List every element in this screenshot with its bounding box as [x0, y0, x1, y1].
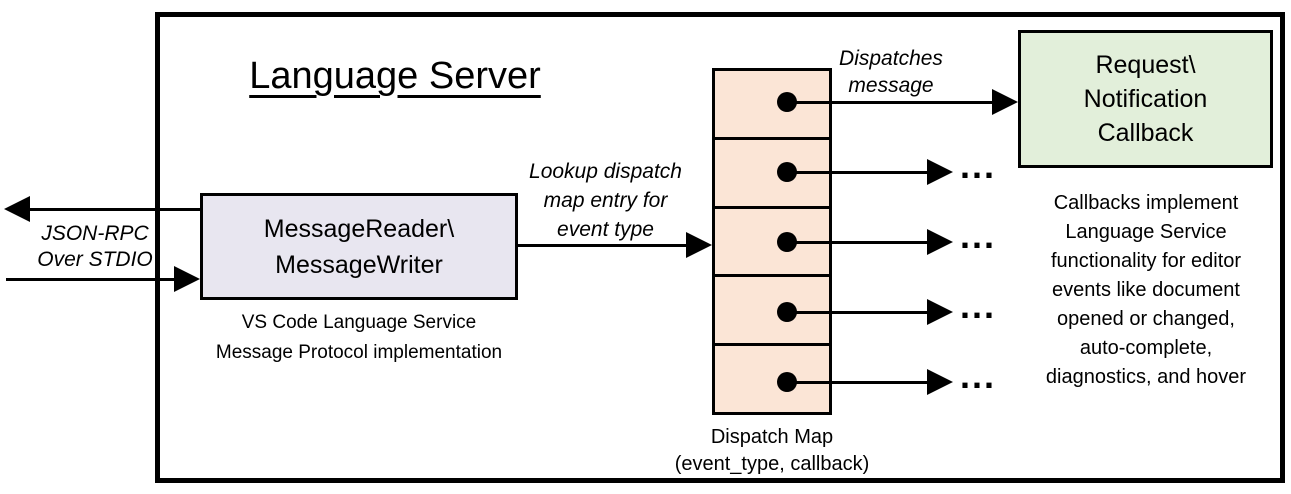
stdout-arrow	[4, 196, 200, 222]
callbacks-note-line: diagnostics, and hover	[1045, 366, 1247, 388]
callback-box-line2: Notification	[1083, 85, 1208, 113]
dispatch-map	[712, 68, 832, 415]
message-box-caption-line2: Message Protocol implementation	[215, 342, 503, 363]
stdout-arrow-shaft	[28, 207, 200, 211]
lookup-label-line3: event type	[557, 218, 654, 241]
dispatch-arrowhead-icon	[927, 369, 953, 395]
dispatch-arrow-2-shaft	[787, 170, 929, 174]
dispatch-arrow-5-shaft	[787, 380, 929, 384]
callback-box-line1: Request\	[1095, 51, 1196, 79]
more-callbacks-ellipsis: ...	[960, 285, 997, 326]
stdio-label: JSON-RPC Over STDIO	[25, 221, 165, 273]
request-notification-callback-box: Request\ Notification Callback	[1018, 30, 1273, 168]
lookup-label-line1: Lookup dispatch	[529, 160, 682, 183]
dispatch-arrow-3-shaft	[787, 240, 929, 244]
dispatch-arrow-1	[787, 89, 1018, 115]
stdio-label-line1: JSON-RPC	[41, 222, 149, 245]
dispatch-arrowhead-icon	[927, 159, 953, 185]
dispatches-label-line2: message	[848, 74, 934, 97]
message-box-line2: MessageWriter	[275, 250, 443, 279]
callbacks-note: Callbacks implement Language Service fun…	[1021, 189, 1271, 392]
more-callbacks-ellipsis: ...	[960, 355, 997, 396]
callbacks-note-line: functionality for editor	[1050, 250, 1242, 272]
lookup-arrow-shaft	[518, 243, 688, 247]
lookup-arrow	[518, 232, 712, 258]
dispatch-map-cell	[715, 343, 829, 412]
stdio-label-line2: Over STDIO	[37, 248, 153, 271]
dispatch-arrowhead-icon	[992, 89, 1018, 115]
dispatches-label: Dispatches message	[826, 45, 956, 99]
dispatch-arrow-1-shaft	[787, 100, 994, 104]
dispatch-arrowhead-icon	[927, 229, 953, 255]
message-reader-writer-box: MessageReader\ MessageWriter	[200, 193, 518, 300]
callbacks-note-line: opened or changed,	[1057, 308, 1235, 330]
lookup-label-line2: map entry for	[543, 189, 668, 212]
stdin-arrow	[6, 266, 200, 292]
message-box-caption: VS Code Language Service Message Protoco…	[189, 308, 529, 368]
callbacks-note-line: Language Service	[1065, 221, 1227, 243]
diagram-title: Language Server	[249, 55, 541, 97]
dispatch-map-cell	[715, 205, 829, 275]
dispatches-label-line1: Dispatches	[839, 47, 943, 70]
dispatch-map-caption-line1: Dispatch Map	[710, 426, 834, 448]
message-box-line1: MessageReader\	[263, 214, 455, 243]
lookup-arrowhead-icon	[686, 232, 712, 258]
lookup-label: Lookup dispatch map entry for event type	[518, 157, 693, 244]
message-box-caption-line1: VS Code Language Service	[241, 312, 477, 333]
dispatch-arrow-5	[787, 369, 953, 395]
dispatch-map-cell	[715, 274, 829, 344]
callbacks-note-line: events like document	[1052, 279, 1240, 301]
stdout-arrowhead-icon	[4, 196, 30, 222]
dispatch-arrow-3	[787, 229, 953, 255]
callback-box-line3: Callback	[1097, 119, 1194, 147]
callbacks-note-line: auto-complete,	[1079, 337, 1213, 359]
callbacks-note-line: Callbacks implement	[1053, 192, 1239, 214]
stdin-arrow-shaft	[6, 277, 176, 281]
more-callbacks-ellipsis: ...	[960, 145, 997, 186]
stdin-arrowhead-icon	[174, 266, 200, 292]
dispatch-arrow-4	[787, 299, 953, 325]
more-callbacks-ellipsis: ...	[960, 215, 997, 256]
language-server-boundary	[155, 12, 1285, 483]
dispatch-map-caption: Dispatch Map (event_type, callback)	[652, 424, 892, 478]
dispatch-arrow-2	[787, 159, 953, 185]
dispatch-map-cell	[715, 71, 829, 137]
dispatch-arrow-4-shaft	[787, 310, 929, 314]
dispatch-map-caption-line2: (event_type, callback)	[674, 453, 870, 475]
dispatch-arrowhead-icon	[927, 299, 953, 325]
